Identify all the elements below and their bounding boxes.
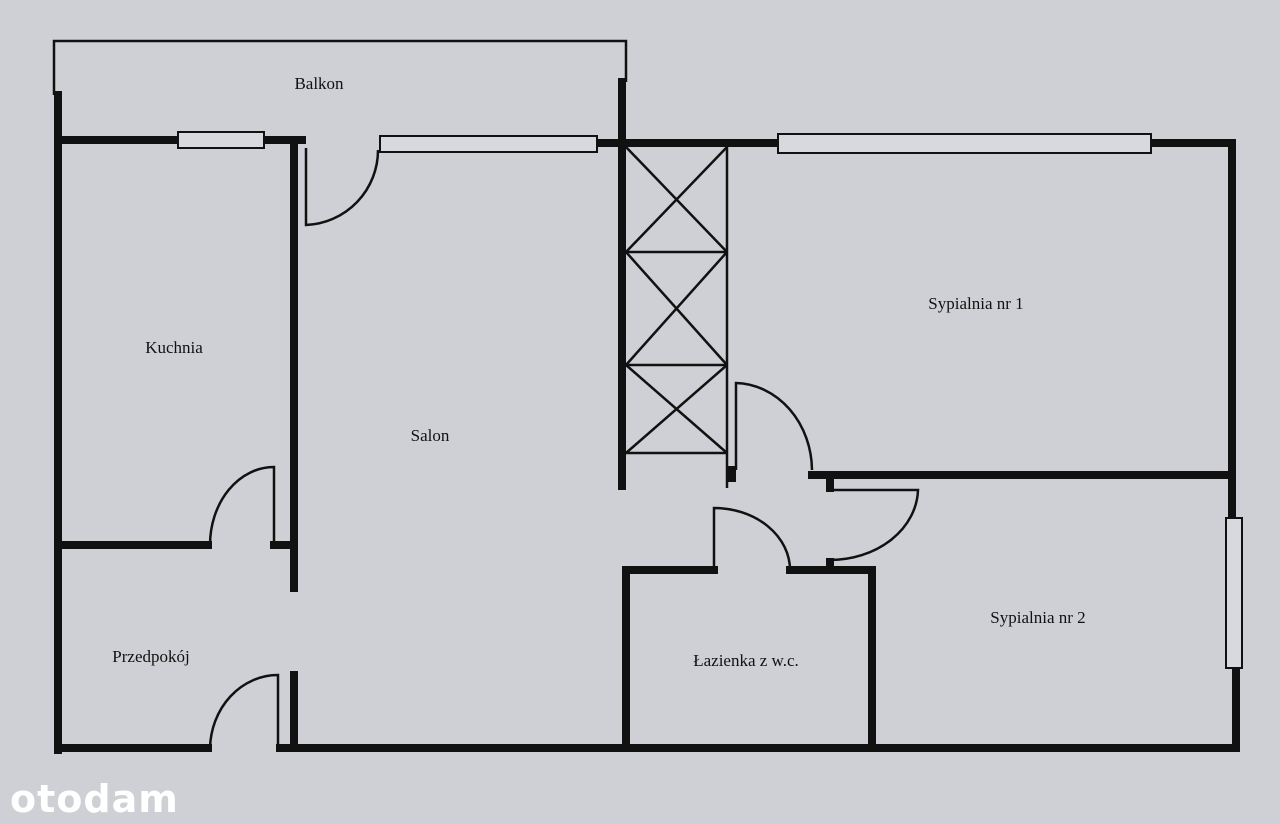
ventilation-shaft: [625, 143, 729, 488]
doors: [208, 148, 920, 749]
balcony-outline: [52, 39, 628, 95]
room-label-balkon: Balkon: [294, 74, 344, 93]
room-label-salon: Salon: [411, 426, 450, 445]
room-label-przedpokoj: Przedpokój: [112, 647, 189, 666]
otodam-watermark-logo: otodam: [10, 777, 179, 821]
room-label-sypialnia-1: Sypialnia nr 1: [928, 294, 1023, 313]
room-label-kuchnia: Kuchnia: [145, 338, 203, 357]
walls: [54, 78, 1240, 754]
room-label-lazienka: Łazienka z w.c.: [693, 651, 799, 670]
room-label-sypialnia-2: Sypialnia nr 2: [990, 608, 1085, 627]
windows: [177, 131, 1243, 669]
